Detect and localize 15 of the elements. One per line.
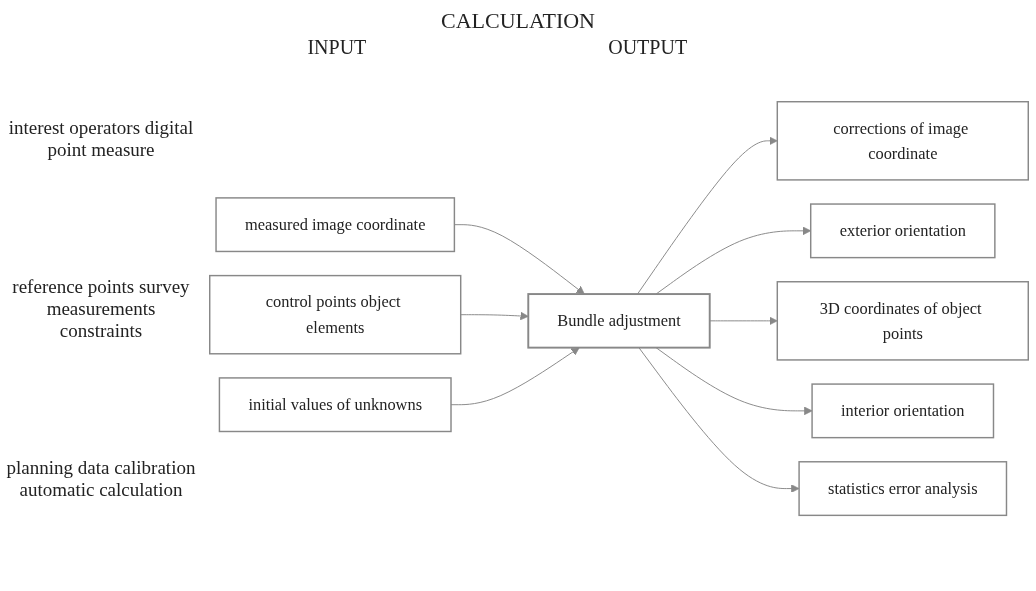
input-source-text: interest operators digital point measure bbox=[7, 116, 195, 161]
input-source-text: reference points survey measurements constraints bbox=[11, 276, 191, 342]
node-box: corrections of image coordinate bbox=[776, 101, 1029, 182]
node-box: exterior orientation bbox=[810, 203, 996, 259]
node-box: 3D coordinates of object points bbox=[776, 281, 1029, 362]
node-box: measured image coordinate bbox=[215, 197, 456, 253]
node-box: Bundle adjustment bbox=[527, 293, 711, 350]
column-heading: INPUT bbox=[307, 36, 367, 59]
diagram-title: CALCULATION bbox=[440, 8, 596, 34]
node-box: control points object elements bbox=[209, 275, 462, 355]
column-heading: OUTPUT bbox=[608, 36, 688, 59]
node-box: interior orientation bbox=[811, 383, 995, 439]
node-box: statistics error analysis bbox=[798, 461, 1008, 517]
input-source-text: planning data calibration automatic calculation bbox=[6, 457, 196, 502]
node-box: initial values of unknowns bbox=[218, 377, 452, 433]
